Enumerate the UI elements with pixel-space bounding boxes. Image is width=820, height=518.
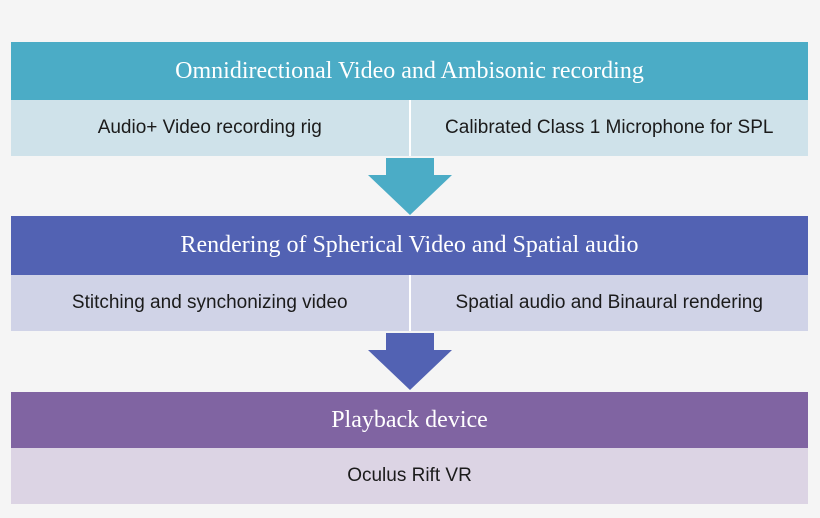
down-arrow-2-shape: [368, 333, 452, 390]
stage-rendering-header: Rendering of Spherical Video and Spatial…: [11, 216, 808, 275]
stage-rendering-items: Stitching and synchonizing video Spatial…: [11, 275, 808, 331]
down-arrow-1: [368, 158, 452, 215]
class1-microphone-item: Calibrated Class 1 Microphone for SPL: [408, 100, 809, 156]
stage-playback-title: Playback device: [331, 406, 488, 433]
stage-playback-header: Playback device: [11, 392, 808, 448]
down-arrow-2: [368, 333, 452, 390]
oculus-rift-item: Oculus Rift VR: [347, 465, 472, 486]
down-arrow-1-shape: [368, 158, 452, 215]
binaural-rendering-item: Spatial audio and Binaural rendering: [408, 275, 809, 331]
stage-recording-items: Audio+ Video recording rig Calibrated Cl…: [11, 100, 808, 156]
stage-rendering-title: Rendering of Spherical Video and Spatial…: [180, 232, 639, 258]
stitching-video-item: Stitching and synchonizing video: [71, 292, 348, 313]
stage-recording-title: Omnidirectional Video and Ambisonic reco…: [175, 57, 644, 84]
stage-playback-items: Oculus Rift VR: [11, 448, 808, 504]
stage-recording-header: Omnidirectional Video and Ambisonic reco…: [11, 42, 808, 100]
recording-rig-item: Audio+ Video recording rig: [97, 117, 322, 138]
